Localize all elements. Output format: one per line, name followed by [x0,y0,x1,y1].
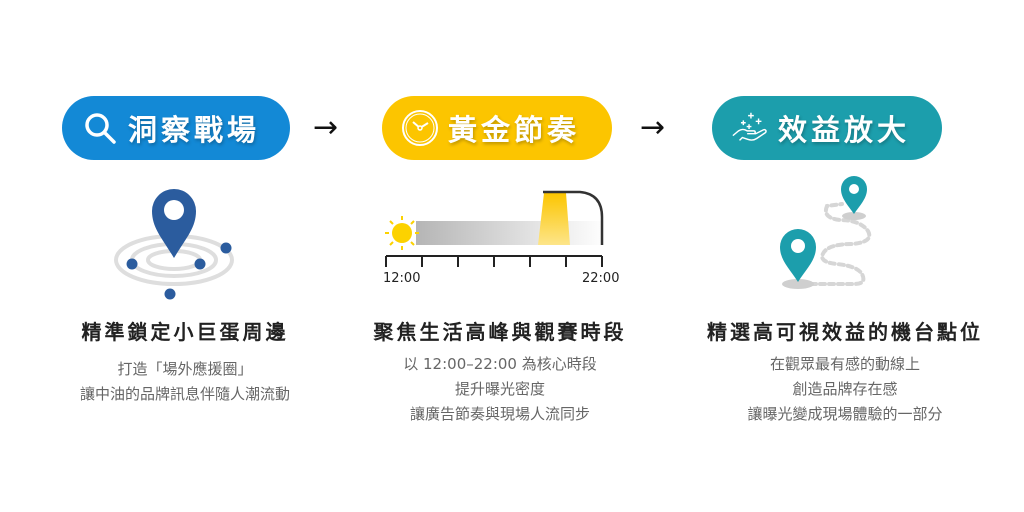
orbit-dot [126,258,138,270]
step-2-description: 以 12:00–22:00 為核心時段 提升曝光密度 讓廣告節奏與現場人流同步 [345,352,655,427]
step-3-description: 在觀眾最有感的動線上 創造品牌存在感 讓曝光變成現場體驗的一部分 [680,352,1010,427]
orbit-dot [194,258,206,270]
step-2-title: 聚焦生活高峰與觀賽時段 [373,320,627,344]
desc-line: 讓中油的品牌訊息伴隨人潮流動 [79,385,290,403]
timeline-start-label: 12:00 [383,271,421,286]
location-radar-illustration [114,189,234,300]
map-pin-icon-small [841,176,867,214]
map-pin-icon-large [780,229,816,282]
desc-line: 讓廣告節奏與現場人流同步 [409,405,590,423]
map-pin-icon [152,189,196,258]
route-illustration [780,176,872,289]
desc-line: 在觀眾最有感的動線上 [769,355,920,373]
sparkle-hand-icon [730,108,770,148]
desc-line: 提升曝光密度 [454,380,545,398]
desc-line: 讓曝光變成現場體驗的一部分 [747,405,943,423]
orbit-dot [164,288,176,300]
search-icon [80,108,120,148]
step-1-title: 精準鎖定小巨蛋周邊 [81,320,289,344]
sun-icon [385,216,419,250]
arrow-2: → [640,110,666,145]
desc-line: 創造品牌存在感 [792,380,898,398]
street-lamp-beam [538,193,570,245]
step-2-pill: 黃金節奏 [382,96,612,160]
timeline-end-label: 22:00 [582,271,620,286]
timeline-illustration [385,190,606,267]
step-3-title: 精選高可視效益的機台點位 [707,320,983,344]
orbit-dot [220,242,232,254]
desc-line: 以 12:00–22:00 為核心時段 [403,355,597,373]
step-3-pill: 效益放大 [712,96,942,160]
step-3-label: 效益放大 [778,113,911,147]
step-1-description: 打造「場外應援圈」 讓中油的品牌訊息伴隨人潮流動 [40,357,330,407]
step-2-label: 黃金節奏 [448,113,581,147]
arrow-1: → [313,110,339,145]
desc-line: 打造「場外應援圈」 [117,360,253,378]
daylight-gradient-bar [416,221,606,245]
step-1-pill: 洞察戰場 [62,96,290,160]
street-lamp-icon [543,190,604,245]
clock-icon [400,108,440,148]
dotted-route [800,202,872,286]
step-1-label: 洞察戰場 [128,113,261,147]
